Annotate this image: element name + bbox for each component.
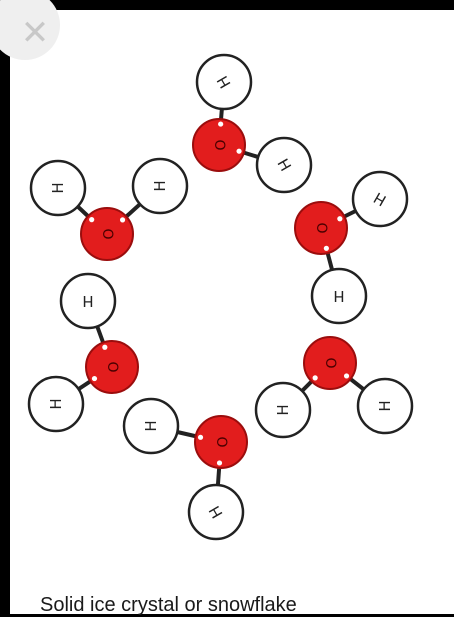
oxygen-highlight-dot bbox=[312, 375, 318, 381]
hydrogen-atom: H bbox=[59, 272, 117, 330]
hydrogen-circle bbox=[27, 375, 85, 433]
hydrogen-atom: H bbox=[254, 381, 312, 439]
oxygen-highlight-dot bbox=[216, 460, 223, 466]
hydrogen-atom: H bbox=[356, 377, 414, 435]
oxygen-atom: O bbox=[192, 118, 246, 172]
oxygen-highlight-dot bbox=[343, 373, 350, 379]
oxygen-highlight-dot bbox=[91, 375, 98, 382]
oxygen-atom: O bbox=[303, 336, 357, 390]
hydrogen-atom: H bbox=[195, 53, 253, 111]
hydrogen-label: H bbox=[49, 182, 67, 193]
oxygen-label: O bbox=[213, 436, 229, 447]
hydrogen-circle bbox=[255, 136, 313, 194]
hydrogen-atom: H bbox=[131, 157, 189, 215]
hydrogen-atom: H bbox=[351, 170, 409, 228]
oxygen-highlight-dot bbox=[197, 434, 204, 440]
hydrogen-label: H bbox=[47, 398, 65, 409]
close-icon: ✕ bbox=[20, 14, 50, 52]
oxygen-circle bbox=[192, 118, 246, 172]
oxygen-label: O bbox=[313, 222, 329, 233]
hydrogen-circle bbox=[195, 53, 253, 111]
hydrogen-atom: H bbox=[255, 136, 313, 194]
oxygen-circle bbox=[85, 340, 139, 394]
hydrogen-label: H bbox=[142, 420, 160, 431]
oxygen-highlight-dot bbox=[236, 148, 242, 154]
oxygen-circle bbox=[80, 207, 134, 261]
oxygen-atom: O bbox=[80, 207, 134, 261]
hydrogen-circle bbox=[131, 157, 189, 215]
hydrogen-label: H bbox=[333, 287, 344, 305]
hydrogen-circle bbox=[310, 267, 368, 325]
oxygen-highlight-dot bbox=[337, 216, 343, 222]
oxygen-highlight-dot bbox=[119, 217, 126, 223]
hydrogen-label: H bbox=[376, 400, 394, 411]
oxygen-highlight-dot bbox=[218, 121, 224, 127]
hydrogen-circle bbox=[254, 381, 312, 439]
oxygen-circle bbox=[294, 201, 348, 255]
oxygen-label: O bbox=[211, 139, 227, 150]
oxygen-label: O bbox=[322, 357, 338, 368]
oxygen-atom: O bbox=[194, 415, 248, 469]
oxygen-label: O bbox=[104, 361, 120, 372]
hydrogen-atom: H bbox=[27, 375, 85, 433]
hydrogen-atom: H bbox=[187, 483, 245, 541]
oxygen-circle bbox=[303, 336, 357, 390]
oxygen-atom: O bbox=[294, 201, 348, 255]
hydrogen-circle bbox=[59, 272, 117, 330]
hydrogen-label: H bbox=[82, 292, 93, 310]
hydrogen-circle bbox=[122, 397, 180, 455]
hydrogen-atom: H bbox=[29, 159, 87, 217]
hydrogen-atom: H bbox=[122, 397, 180, 455]
close-button[interactable]: ✕ bbox=[0, 0, 60, 60]
oxygen-highlight-dot bbox=[102, 344, 108, 350]
hydrogen-circle bbox=[29, 159, 87, 217]
hydrogen-atom: H bbox=[310, 267, 368, 325]
hydrogen-label: H bbox=[151, 180, 169, 191]
hydrogen-circle bbox=[351, 170, 409, 228]
oxygen-highlight-dot bbox=[89, 217, 95, 223]
oxygen-highlight-dot bbox=[323, 245, 329, 251]
oxygen-circle bbox=[194, 415, 248, 469]
hydrogen-label: H bbox=[274, 404, 292, 415]
hydrogen-circle bbox=[356, 377, 414, 435]
hydrogen-circle bbox=[187, 483, 245, 541]
oxygen-label: O bbox=[99, 228, 115, 239]
oxygen-atom: O bbox=[85, 340, 139, 394]
diagram-caption: Solid ice crystal or snowflake bbox=[40, 594, 297, 616]
